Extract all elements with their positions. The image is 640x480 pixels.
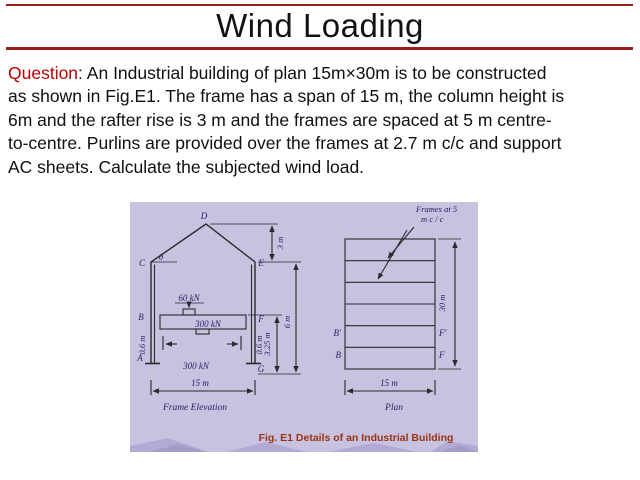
frame-outline <box>150 223 256 363</box>
plan-drawing <box>344 226 461 395</box>
plan-title: Plan <box>384 403 403 413</box>
dim-column-height-label: 6 m <box>282 316 292 329</box>
node-label-f-prime: F′ <box>438 328 447 338</box>
node-label-b: B <box>138 312 144 322</box>
plan-span-label: 15 m <box>380 378 398 388</box>
node-label-d: D <box>200 211 208 221</box>
note-arrow-2 <box>377 229 408 280</box>
background-watermark <box>130 438 478 452</box>
question-line-1-rest: : An Industrial building of plan 15m×30m… <box>78 63 547 83</box>
elevation-drawing <box>145 223 301 395</box>
question-line: 6m and the rafter rise is 3 m and the fr… <box>8 109 552 130</box>
plan-note-line1: Frames at 5 <box>415 204 457 214</box>
node-label-g: G <box>258 364 265 374</box>
node-label-a: A <box>136 353 143 363</box>
question-paragraph: Question: An Industrial building of plan… <box>8 62 638 179</box>
plan-length-label: 30 m <box>437 295 447 313</box>
question-label: Question <box>8 63 79 83</box>
top-rule <box>6 4 633 6</box>
dim-right-offset-label: 0.6 m <box>254 336 264 355</box>
node-label-e: E <box>257 258 264 268</box>
ridge-load-label: 60 kN <box>178 293 200 303</box>
crane-load-lower-label: 300 kN <box>182 361 210 371</box>
dim-crane-height-label: 3.25 m <box>262 332 272 356</box>
figure-caption: Fig. E1 Details of an Industrial Buildin… <box>259 432 454 444</box>
crane-load-upper-label: 300 kN <box>194 319 222 329</box>
figure-diagram: D C θ E B F A G 60 kN 300 kN 300 kN 0.6 … <box>130 204 478 452</box>
title-rule <box>6 47 633 50</box>
node-label-b-plan: B <box>336 350 342 360</box>
plan-note-line2: m c / c <box>421 214 444 224</box>
question-line: Question: An Industrial building of plan… <box>8 62 638 85</box>
page-title: Wind Loading <box>216 7 424 44</box>
node-label-b-prime: B′ <box>334 328 342 338</box>
elevation-title: Frame Elevation <box>162 403 227 413</box>
figure-panel: D C θ E B F A G 60 kN 300 kN 300 kN 0.6 … <box>130 202 478 452</box>
question-line: AC sheets. Calculate the subjected wind … <box>8 156 365 177</box>
angle-theta-label: θ <box>159 252 163 262</box>
dim-left-offset-label: 0.6 m <box>137 336 147 355</box>
beam-bracket <box>195 328 210 335</box>
node-label-f: F <box>257 314 264 324</box>
note-arrow-1 <box>387 226 415 259</box>
question-line: as shown in Fig.E1. The frame has a span… <box>8 86 565 107</box>
dim-rise-label: 3 m <box>275 237 285 251</box>
load-pedestal <box>182 308 196 316</box>
node-label-f-plan: F <box>438 350 445 360</box>
question-line: to-centre. Purlins are provided over the… <box>8 133 562 154</box>
dim-span-label: 15 m <box>191 378 209 388</box>
node-label-c: C <box>139 258 146 268</box>
